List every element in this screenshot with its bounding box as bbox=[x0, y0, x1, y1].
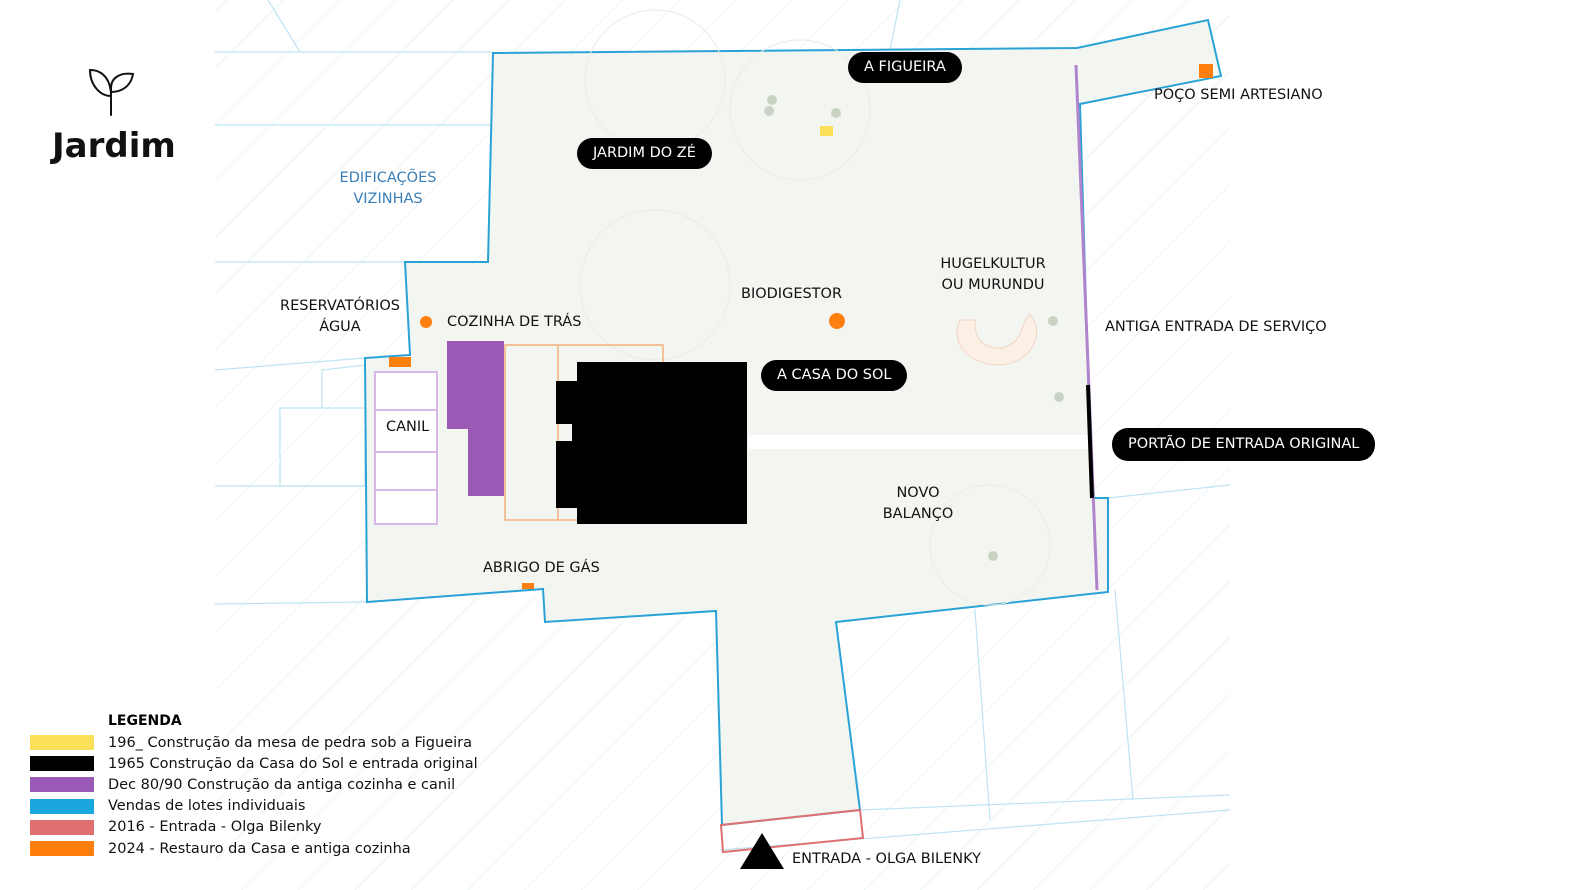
label-casa-sol: A CASA DO SOL bbox=[761, 360, 908, 391]
label-antiga-entrada: ANTIGA ENTRADA DE SERVIÇO bbox=[1105, 319, 1327, 335]
label-reservatorios-line1: RESERVATÓRIOS bbox=[280, 298, 400, 314]
label-abrigo: ABRIGO DE GÁS bbox=[483, 560, 600, 576]
label-reservatorios: RESERVATÓRIOS ÁGUA bbox=[280, 296, 400, 338]
label-figueira: A FIGUEIRA bbox=[848, 52, 962, 83]
legend-label: 2024 - Restauro da Casa e antiga cozinha bbox=[108, 840, 411, 857]
hugelkultur-bed bbox=[956, 314, 1038, 366]
legend-swatch bbox=[30, 735, 94, 751]
label-novo-line2: BALANÇO bbox=[882, 506, 954, 522]
entrance-path bbox=[748, 435, 1088, 449]
legend-label: Dec 80/90 Construção da antiga cozinha e… bbox=[108, 776, 456, 793]
label-cozinha: COZINHA DE TRÁS bbox=[447, 314, 582, 330]
gas-shelter bbox=[522, 583, 534, 589]
original-gate bbox=[1086, 384, 1094, 499]
label-hugel-line1: HUGELKULTUR bbox=[940, 256, 1046, 272]
well bbox=[1199, 64, 1213, 78]
entrance-arrow-icon bbox=[740, 833, 784, 869]
old-kitchen bbox=[447, 341, 504, 496]
label-edificacoes: EDIFICAÇÕES VIZINHAS bbox=[335, 168, 441, 210]
label-jardim-ze: JARDIM DO ZÉ bbox=[577, 138, 712, 169]
label-poco: POÇO SEMI ARTESIANO bbox=[1154, 87, 1323, 103]
legend-item: 2024 - Restauro da Casa e antiga cozinha bbox=[30, 838, 478, 859]
legend-label: 2016 - Entrada - Olga Bilenky bbox=[108, 819, 322, 836]
sprout-icon bbox=[88, 68, 135, 116]
label-hugel-line2: OU MURUNDU bbox=[941, 277, 1045, 293]
label-portao: PORTÃO DE ENTRADA ORIGINAL bbox=[1112, 428, 1376, 461]
water-tank-dot bbox=[420, 316, 432, 328]
kennel bbox=[374, 371, 438, 525]
legend-item: 2016 - Entrada - Olga Bilenky bbox=[30, 817, 478, 838]
legend-title: LEGENDA bbox=[108, 713, 182, 729]
legend-swatch bbox=[30, 756, 94, 772]
label-reservatorios-line2: ÁGUA bbox=[319, 319, 361, 335]
olga-entrance bbox=[719, 808, 865, 854]
label-biodigestor: BIODIGESTOR bbox=[741, 286, 843, 302]
legend-swatch bbox=[30, 798, 94, 814]
legend-item: 1965 Construção da Casa do Sol e entrada… bbox=[30, 753, 478, 774]
label-edificacoes-line1: EDIFICAÇÕES bbox=[339, 170, 437, 186]
legend: LEGENDA 196_ Construção da mesa de pedra… bbox=[30, 711, 478, 859]
legend-swatch bbox=[30, 819, 94, 835]
label-canil: CANIL bbox=[386, 419, 430, 435]
label-edificacoes-line2: VIZINHAS bbox=[353, 191, 423, 207]
label-entrada: ENTRADA - OLGA BILENKY bbox=[792, 851, 981, 867]
biodigestor-dot bbox=[829, 313, 845, 329]
casa-do-sol bbox=[556, 362, 747, 524]
label-novo-balanco: NOVO BALANÇO bbox=[878, 483, 958, 525]
legend-label: 1965 Construção da Casa do Sol e entrada… bbox=[108, 755, 478, 772]
legend-label: 196_ Construção da mesa de pedra sob a F… bbox=[108, 734, 473, 751]
legend-label: Vendas de lotes individuais bbox=[108, 798, 306, 815]
legend-swatch bbox=[30, 777, 94, 793]
stone-table bbox=[820, 126, 833, 136]
trees bbox=[764, 95, 1064, 561]
label-hugelkultur: HUGELKULTUR OU MURUNDU bbox=[933, 254, 1053, 296]
legend-swatch bbox=[30, 841, 94, 857]
water-reservoir bbox=[389, 357, 411, 367]
legend-item: 196_ Construção da mesa de pedra sob a F… bbox=[30, 732, 478, 753]
page-title: Jardim bbox=[52, 126, 176, 166]
legend-item: Dec 80/90 Construção da antiga cozinha e… bbox=[30, 774, 478, 795]
legend-item: Vendas de lotes individuais bbox=[30, 796, 478, 817]
label-novo-line1: NOVO bbox=[896, 485, 940, 501]
wall-purple bbox=[1074, 64, 1099, 591]
